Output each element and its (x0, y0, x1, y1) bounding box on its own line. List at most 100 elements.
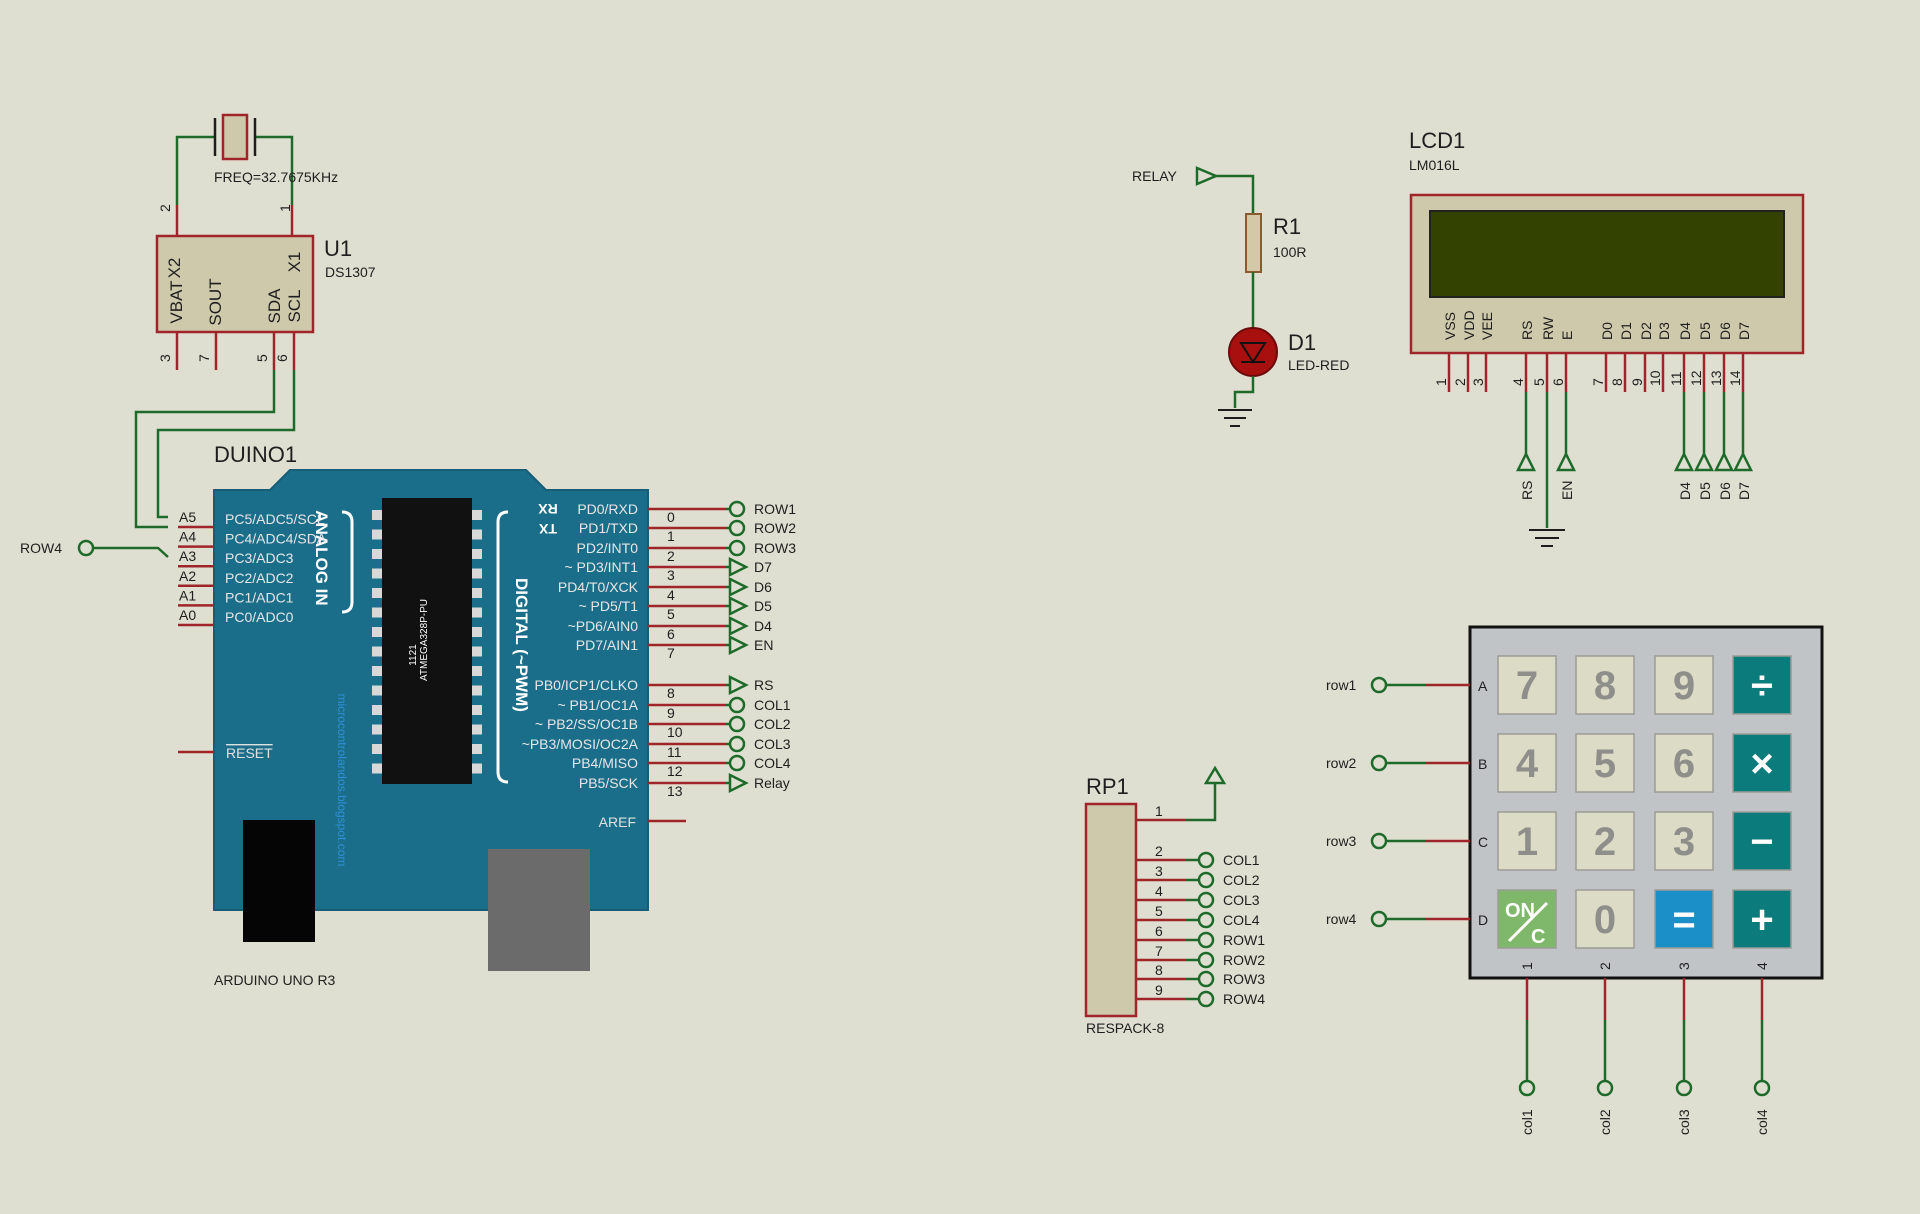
keypad-key[interactable] (1497, 811, 1557, 871)
terminal-circle (1197, 931, 1215, 949)
lcd-pin-num: 11 (1668, 371, 1684, 386)
keypad-row-net: row4 (1326, 911, 1357, 927)
usb-connector (488, 849, 590, 971)
lcd-pin-num: 1 (1433, 378, 1449, 386)
keypad-key-label: = (1672, 898, 1695, 942)
resistor-value: 100R (1273, 244, 1306, 260)
keypad-col-net: col2 (1597, 1109, 1613, 1135)
keypad-key-label: 7 (1516, 664, 1538, 708)
keypad-key[interactable] (1732, 733, 1792, 793)
terminal-circle (1197, 871, 1215, 889)
keypad-key-label: 3 (1673, 820, 1695, 864)
keypad-row-letter: C (1478, 834, 1488, 850)
resistor-ref: R1 (1273, 214, 1301, 239)
keypad-key[interactable] (1575, 733, 1635, 793)
terminal-circle (1370, 910, 1388, 928)
digital-net-label: D6 (754, 579, 772, 595)
led-d1 (1228, 327, 1278, 377)
arduino-uno[interactable]: DUINO1 ARDUINO UNO R3 ANALOG IN ATMEGA32… (178, 442, 796, 988)
digital-net-label: COL4 (754, 755, 791, 771)
keypad-key[interactable] (1732, 889, 1792, 949)
led-part: LED-RED (1288, 357, 1349, 373)
keypad-key[interactable] (1732, 655, 1792, 715)
keypad-key-label: ON (1505, 900, 1535, 922)
lcd-net-arrow (1555, 451, 1577, 472)
relay-circuit[interactable]: RELAY R1 100R D1 LED-RED (1132, 166, 1349, 427)
chip-code: 1121 (408, 644, 419, 666)
digital-pin-name: PD7/AIN1 (576, 637, 638, 653)
terminal-circle (1197, 911, 1215, 929)
respack-pin-num: 3 (1155, 863, 1163, 879)
chip-label: ATMEGA328P-PU (419, 599, 430, 681)
keypad-col-num: 2 (1597, 962, 1613, 970)
lcd-pin-name: D0 (1599, 322, 1615, 340)
keypad-key[interactable] (1732, 811, 1792, 871)
lcd-ref: LCD1 (1409, 128, 1465, 153)
terminal-circle (1370, 754, 1388, 772)
keypad-key[interactable] (1497, 655, 1557, 715)
respack-rp1[interactable]: RP1 RESPACK-8 12COL13COL24COL35COL46ROW1… (1084, 765, 1265, 1036)
keypad-row-letter: D (1478, 912, 1488, 928)
keypad-key[interactable] (1575, 889, 1635, 949)
chip-pin-left (372, 588, 382, 598)
terminal-circle (728, 500, 746, 518)
lcd-pin-name: D5 (1697, 322, 1713, 340)
keypad-key[interactable] (1654, 655, 1714, 715)
keypad-key[interactable] (1497, 889, 1557, 949)
keypad-key[interactable] (1654, 889, 1714, 949)
analog-pin-num: A5 (179, 509, 196, 525)
rtc-pin-sda: SDA (265, 288, 284, 324)
digital-net-label: Relay (754, 775, 790, 791)
digital-pin-num: 6 (667, 626, 675, 642)
keypad-key[interactable] (1575, 811, 1635, 871)
keypad-key[interactable] (1575, 655, 1635, 715)
chip-pin-left (372, 646, 382, 657)
chip-pin-left (372, 529, 382, 540)
digital-net-label: EN (754, 637, 773, 653)
crystal[interactable]: FREQ=32.7675KHz 2 1 (157, 113, 338, 212)
keypad-key[interactable] (1654, 733, 1714, 793)
analog-pin-num: A4 (179, 529, 196, 545)
digital-net-label: ROW3 (754, 540, 796, 556)
keypad-key[interactable] (1497, 733, 1557, 793)
lcd-pin-num: 2 (1452, 378, 1468, 386)
terminal-circle (728, 696, 746, 714)
digital-pin-name: ~ PB2/SS/OC1B (535, 716, 638, 732)
lcd-pin-num: 7 (1590, 378, 1606, 386)
lcd-pin-num: 6 (1550, 378, 1566, 386)
lcd-lm016l[interactable]: LCD1 LM016L VSS1VDD2VEE3RS4RW5E6D07D18D2… (1409, 128, 1805, 547)
lcd-pin-name: VEE (1479, 312, 1495, 340)
lcd-net-label: D6 (1717, 482, 1733, 500)
digital-pin-name: PD1/TXD (579, 520, 638, 536)
terminal-circle (728, 519, 746, 537)
lcd-pin-name: D1 (1618, 322, 1634, 340)
reset-label: RESET (226, 745, 273, 761)
digital-pin-num: 5 (667, 606, 675, 622)
digital-pin-num: 12 (667, 763, 683, 779)
tx-label: TX (538, 521, 557, 537)
keypad-col-net: col1 (1519, 1109, 1535, 1135)
digital-pin-num: 11 (667, 744, 682, 760)
digital-pin-name: ~ PD3/INT1 (564, 559, 638, 575)
keypad-key[interactable] (1654, 811, 1714, 871)
lcd-part: LM016L (1409, 157, 1460, 173)
digital-pin-num: 10 (667, 724, 683, 740)
analog-pin-name: PC4/ADC4/SDA (225, 531, 327, 547)
lcd-pin-name: D6 (1717, 322, 1733, 340)
relay-label: RELAY (1132, 168, 1178, 184)
rtc-pin-num-3: 3 (157, 354, 173, 362)
keypad-key-label: + (1750, 898, 1773, 942)
terminal-circle (728, 754, 746, 772)
rtc-ds1307[interactable]: X2 X1 VBAT SOUT SDA SCL 3 7 5 6 U1 DS130… (155, 205, 376, 370)
row4-terminal[interactable]: ROW4 (20, 539, 169, 558)
digital-pin-name: PB4/MISO (572, 755, 638, 771)
rtc-pin-x2: X2 (165, 258, 184, 279)
lcd-pin-num: 12 (1688, 370, 1704, 386)
row4-label: ROW4 (20, 540, 62, 556)
keypad-key-label: − (1750, 820, 1773, 864)
terminal-circle (1370, 832, 1388, 850)
respack-net-label: COL4 (1223, 912, 1260, 928)
keypad-key-label: 5 (1594, 742, 1616, 786)
respack-net-label: ROW3 (1223, 971, 1265, 987)
